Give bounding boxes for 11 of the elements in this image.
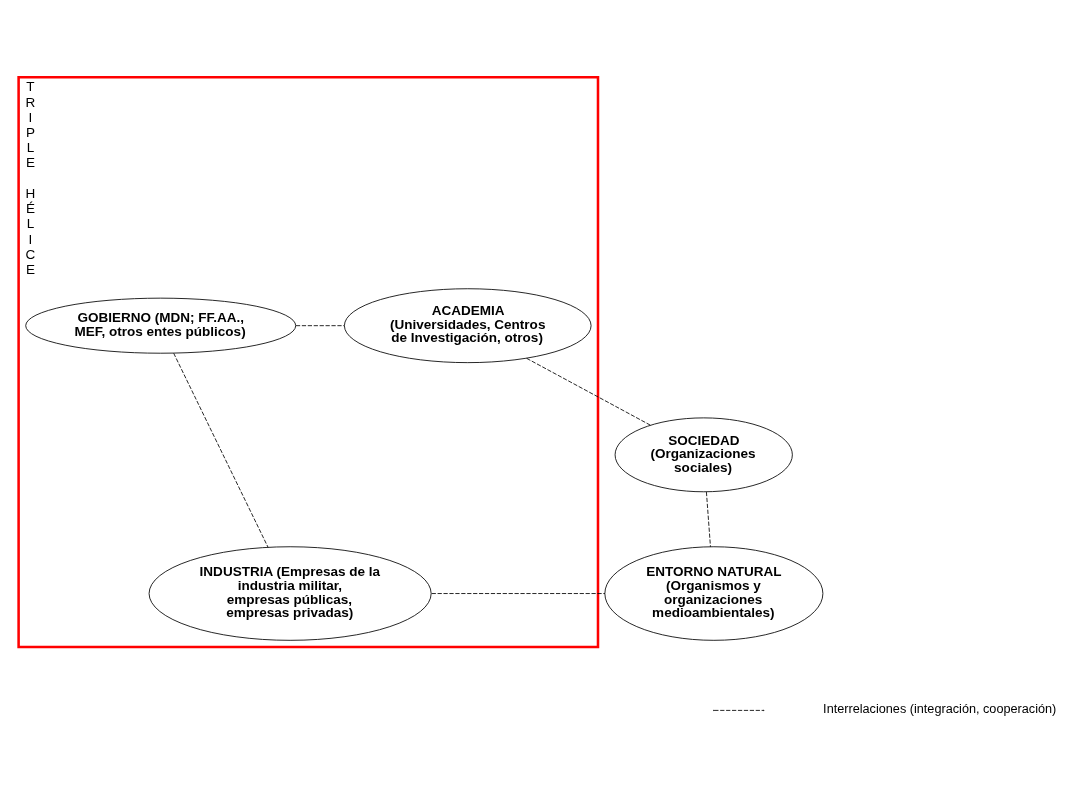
- node-ellipse: SOCIEDAD (Organizaciones sociales): [614, 416, 793, 492]
- legend-label: Interrelaciones (integración, cooperación): [823, 701, 1057, 716]
- node-ellipse: ENTORNO NATURAL (Organismos y organizaciones medioambientales): [604, 545, 824, 641]
- connector: [431, 592, 606, 594]
- connector: [295, 324, 345, 326]
- connector: [706, 491, 711, 547]
- node-ellipse: INDUSTRIA (Empresas de la industria militar, empresas públicas, empresas privadas): [148, 545, 432, 641]
- connector: [173, 352, 269, 548]
- connector: [526, 357, 651, 426]
- node-ellipse: GOBIERNO (MDN; FF.AA., MEF, otros entes públicos): [25, 297, 297, 354]
- node-ellipse: ACADEMIA (Universidades, Centros de Investigación, otros): [343, 287, 592, 363]
